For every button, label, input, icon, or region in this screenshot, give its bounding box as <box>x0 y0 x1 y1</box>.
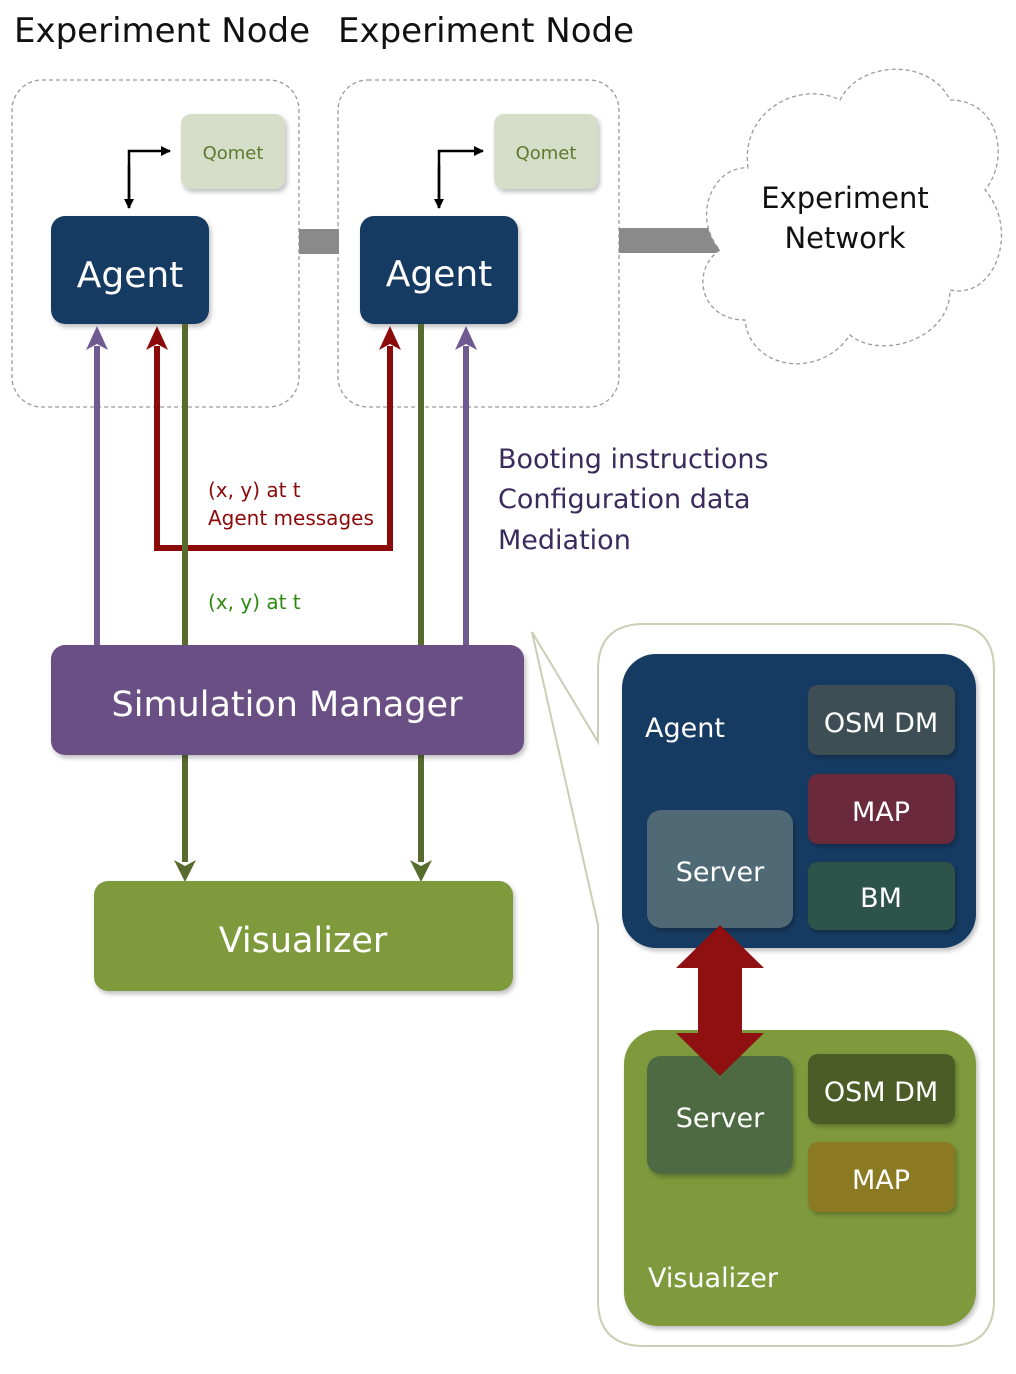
detail-agent-bm-label: BM <box>860 883 902 914</box>
agent-box-1 <box>51 216 209 324</box>
detail-vis-map-label: MAP <box>852 1165 910 1196</box>
node-link <box>299 229 339 254</box>
simulation-manager-label: Simulation Manager <box>112 685 464 725</box>
purple-arrow-left-head <box>86 326 108 350</box>
red-message-path <box>154 346 393 551</box>
red-label-line1: (x, y) at t <box>208 478 301 502</box>
qomet-box-2 <box>494 114 598 189</box>
red-label-line2: Agent messages <box>208 506 374 530</box>
qomet-box-1 <box>181 114 285 189</box>
detail-agent-osm <box>808 685 955 755</box>
detail-agent-map <box>808 774 955 844</box>
visualizer-label: Visualizer <box>219 921 388 961</box>
red-arrow-left-head <box>146 326 168 350</box>
agent2-qomet-arrow <box>437 146 484 208</box>
agent-box-2 <box>360 216 518 324</box>
purple-label-line3: Mediation <box>498 525 631 556</box>
purple-label-line2: Configuration data <box>498 484 751 515</box>
agent1-qomet-arrow <box>127 146 171 208</box>
node1-title: Experiment Node <box>14 11 310 51</box>
purple-label-line1: Booting instructions <box>498 444 769 475</box>
detail-agent-server <box>647 810 793 928</box>
detail-agent-map-label: MAP <box>852 797 910 828</box>
agent-label-1: Agent <box>77 255 184 296</box>
purple-arrow-right-head <box>455 326 477 350</box>
green-label: (x, y) at t <box>208 590 301 614</box>
experiment-network-cloud <box>702 68 1003 365</box>
simulation-manager-box <box>51 645 524 755</box>
agent-label-2: Agent <box>386 254 493 295</box>
qomet-label-1: Qomet <box>203 143 264 164</box>
detail-agent-label: Agent <box>645 713 725 744</box>
qomet-label-2: Qomet <box>516 143 577 164</box>
red-arrow-right-head <box>379 326 401 350</box>
server-exchange-arrow <box>676 925 764 1076</box>
node2-title: Experiment Node <box>338 11 634 51</box>
visualizer-box <box>94 881 513 991</box>
detail-agent-server-label: Server <box>676 857 765 888</box>
green-arrow-left-head <box>174 860 196 882</box>
detail-vis-osm <box>808 1054 955 1124</box>
green-arrow-right-head <box>410 860 432 882</box>
detail-vis-server <box>647 1056 793 1174</box>
detail-agent-bm <box>808 862 955 930</box>
detail-vis-server-label: Server <box>676 1103 765 1134</box>
detail-vis-osm-label: OSM DM <box>824 1077 938 1108</box>
detail-agent-osm-label: OSM DM <box>824 708 938 739</box>
detail-vis-map <box>808 1142 955 1212</box>
detail-visualizer-label: Visualizer <box>648 1263 779 1294</box>
cloud-label-line2: Network <box>784 221 905 255</box>
cloud-label-line1: Experiment <box>761 181 929 215</box>
